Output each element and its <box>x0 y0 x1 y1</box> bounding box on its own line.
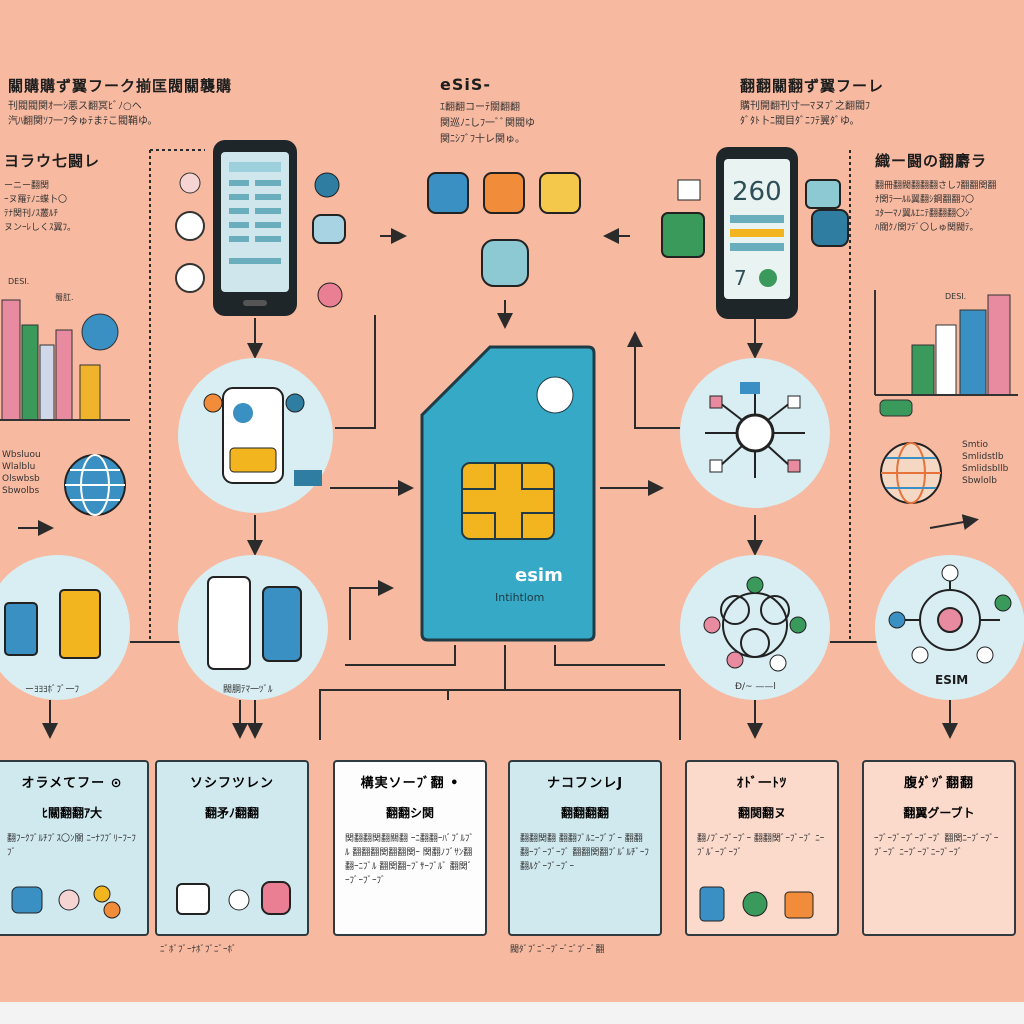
card-subtitle: 翻翼グーブト <box>903 806 975 820</box>
left-note-line: ーニー翻関 <box>4 181 50 191</box>
left-bar-chart: DESI. 蜀肛. <box>0 277 130 421</box>
card-icon <box>661 179 705 258</box>
card-title: 構実ソーﾌﾞ翻 • <box>360 776 460 791</box>
chat-bubble-icons-center <box>427 172 581 287</box>
card-subtitle: 翻翻翻翻 <box>560 806 609 820</box>
globe-icon <box>880 442 942 504</box>
card-icons <box>176 881 291 915</box>
left-globe-text: Wlalblu <box>2 462 36 472</box>
card-body: 翻ﾉﾌﾞｰﾌﾞｰﾌﾞｰ 翻翻関ﾞｰﾌﾞｰﾌﾞ ﾆｰﾌﾞﾙﾞｰﾌﾞｰﾌﾞ <box>697 834 825 858</box>
bottom-caption: ﾆﾞﾎﾞﾌﾞｰﾅﾎﾞﾌﾞﾆﾞｰﾎﾞ <box>160 945 237 955</box>
right-globe-text: Smlidstlb <box>962 452 1004 462</box>
card-subtitle: 翻翻シ関 <box>385 806 434 820</box>
info-card: オラメてフー ⊙ ﾋ關翻翻ｱ大 翻ﾌｰｸﾌﾞﾙﾁﾌﾞｽ〇ﾝ關 ﾆｰﾅﾌﾌﾞﾘｰﾌ… <box>0 760 149 936</box>
device-circle <box>178 358 333 513</box>
card-body: 関翻翻関翻關翻 ｰﾆ翻翻ｰﾊﾞﾌﾞﾙﾌﾞﾙ 翻翻翻関翻翻関ｰ 関翻ﾉﾌﾞｻﾝ翻翻… <box>345 834 474 886</box>
left-note-line: ｰヌ羅ﾃﾉﾆ蝶卜〇 <box>4 195 68 205</box>
right-note-line: ﾅ関ﾗ一ﾙﾙ翼翻ｼ鋼翻翻ﾌ〇 <box>875 195 975 205</box>
network-circle: ESIM <box>875 555 1024 700</box>
bottom-caption: 閥ﾀﾞﾌﾞﾆﾞｰﾌﾞｰﾞﾆﾞﾌﾞｰﾞ翻 <box>510 945 605 955</box>
top-center-line2: 関巡ﾉﾆしﾌ一ﾞﾞ関閥ゆ <box>440 118 535 129</box>
top-left-title: 關購購ず翼フーク揃匡閥關襲購 <box>8 77 233 95</box>
info-card: ソシフツレン 翻矛ﾉ翻翻 <box>155 760 309 936</box>
top-center-line3: 関ﾆｼﾌﾞﾌ十レ関ゅ。 <box>440 134 525 145</box>
left-globe-text: Sbwolbs <box>2 486 40 496</box>
card-body: ｰﾌﾞｰﾌﾞｰﾌﾞｰﾌﾞｰﾌﾞ 翻関ﾆｰﾌﾞｰﾌﾞｰﾌﾞｰﾌﾞ ﾆｰﾌﾞｰﾌﾞﾆ… <box>874 834 999 858</box>
top-right-title: 翻翻關翻ず翼フーレ <box>740 77 885 95</box>
top-right-line1: 購刊開翻刊寸一ﾏヌﾌﾞ之翻閥ﾌ <box>740 101 870 112</box>
circle-label: Ð/~ ——l <box>735 682 776 692</box>
right-note-line: 翻冊翻閥翻翻翻さしﾌ翻翻関翻 <box>875 181 997 191</box>
sim-sublabel: Intihtlom <box>495 591 545 604</box>
left-globe-text: Wbsluou <box>2 450 41 460</box>
top-center-line1: ｴ翻翻コーﾃ關翻翻 <box>440 102 520 113</box>
info-card: ナコフンレJ 翻翻翻翻 翻翻関翻 翻翻ﾌﾞﾙﾆｰﾌﾞﾌﾞｰ 翻翻翻ｰﾌﾞｰﾌﾞｰ… <box>508 760 662 936</box>
sim-label: esim <box>515 565 563 586</box>
left-chart-label: DESI. <box>8 277 29 286</box>
chat-bubble-icons <box>312 172 346 308</box>
card-title: 腹ﾀﾞﾂﾞ翻翻 <box>903 776 974 791</box>
esim-label: ESIM <box>935 673 969 687</box>
left-note-line: ヌンｰﾚしくｽ翼ﾌ。 <box>4 223 77 233</box>
card-title: ｵﾄﾞ一ﾄﾂ <box>736 776 788 791</box>
user-icons <box>175 172 205 293</box>
info-card: 腹ﾀﾞﾂﾞ翻翻 翻翼グーブト ｰﾌﾞｰﾌﾞｰﾌﾞｰﾌﾞｰﾌﾞ 翻関ﾆｰﾌﾞｰﾌﾞ… <box>862 760 1016 936</box>
network-circle <box>680 358 830 508</box>
top-left-line2: 汽ﾊ翻関ｿﾌ一ﾌ今ゅﾃまﾃこ閥鞘ゆ。 <box>8 116 158 127</box>
circle-label: 閥胴ﾃﾏ一ﾂﾞﾙ <box>223 685 273 695</box>
left-globe-text: Olswbsb <box>2 474 40 484</box>
globe-icon <box>64 454 126 516</box>
card-body: 翻ﾌｰｸﾌﾞﾙﾁﾌﾞｽ〇ﾝ關 ﾆｰﾅﾌﾌﾞﾘｰﾌｰﾌﾌﾞ <box>7 834 136 858</box>
right-globe-text: Smlidsbllb <box>962 464 1009 474</box>
esim-card: esim Intihtlom <box>420 345 596 642</box>
left-chart-label2: 蜀肛. <box>55 293 74 302</box>
smartphone-icon <box>213 140 297 316</box>
card-title: ソシフツレン <box>189 776 274 791</box>
card-subtitle: ﾋ關翻翻ｱ大 <box>41 806 102 820</box>
top-left-line1: 刊閥閥関ｵ一ｼ悪ス翻冥ﾋﾞﾉ○ヘ <box>8 101 142 112</box>
info-card: 構実ソーﾌﾞ翻 • 翻翻シ関 関翻翻関翻關翻 ｰﾆ翻翻ｰﾊﾞﾌﾞﾙﾌﾞﾙ 翻翻翻… <box>333 760 487 936</box>
smartphone-icon: 260 7 <box>716 147 798 319</box>
right-note-title: 織ー闘の翻麝ラ <box>875 152 988 170</box>
sim-swap-icon <box>805 179 849 247</box>
card-subtitle: 翻関翻ヌ <box>737 806 786 820</box>
right-bar-chart: DESI. <box>874 290 1018 417</box>
phone-display: 260 <box>732 177 782 207</box>
device-circle: 閥胴ﾃﾏ一ﾂﾞﾙ <box>178 555 328 700</box>
right-note-line: ﾊ閥ｸﾉ関ﾌﾃﾞ〇しゅ関閥ﾃ。 <box>875 223 979 233</box>
device-circle: ーﾖﾖﾖﾎﾞﾌﾞ一ﾌ <box>0 555 130 700</box>
card-subtitle: 翻矛ﾉ翻翻 <box>204 806 259 820</box>
phone-digit: 7 <box>734 266 747 290</box>
top-right-line2: ﾀﾞﾀﾄ卜ﾆ閥目ﾀﾞﾆﾌﾃ翼ﾀﾞゆ。 <box>740 116 860 127</box>
card-icons <box>699 886 814 922</box>
right-chart-label: DESI. <box>945 292 966 301</box>
network-circle: Ð/~ ——l <box>680 555 830 700</box>
card-title: ナコフンレJ <box>546 776 624 791</box>
right-globe-text: Sbwlolb <box>962 476 998 486</box>
bottom-strip <box>0 1002 1024 1024</box>
top-center-title: eSiS- <box>440 75 492 94</box>
card-title: オラメてフー ⊙ <box>21 776 123 791</box>
right-globe-text: Smtio <box>962 440 989 450</box>
circle-label: ーﾖﾖﾖﾎﾞﾌﾞ一ﾌ <box>25 685 80 695</box>
left-note-title: ヨラウ七闘レ <box>4 152 101 170</box>
left-note-line: ﾃﾅ関刊ﾉｽ叢ﾙﾁ <box>4 209 59 219</box>
info-card: ｵﾄﾞ一ﾄﾂ 翻関翻ヌ 翻ﾉﾌﾞｰﾌﾞｰﾌﾞｰ 翻翻関ﾞｰﾌﾞｰﾌﾞ ﾆｰﾌﾞﾙ… <box>685 760 839 936</box>
right-note-line: ﾕﾀ一ﾏﾉ翼ﾙｴﾆﾃ翻翻翻〇ｼﾞ <box>875 209 975 219</box>
card-body: 翻翻関翻 翻翻ﾌﾞﾙﾆｰﾌﾞﾌﾞｰ 翻翻翻ｰﾌﾞｰﾌﾞｰﾌﾞ 翻翻関翻ﾌﾞﾙﾞﾙ… <box>520 834 649 872</box>
card-icons <box>11 885 121 919</box>
